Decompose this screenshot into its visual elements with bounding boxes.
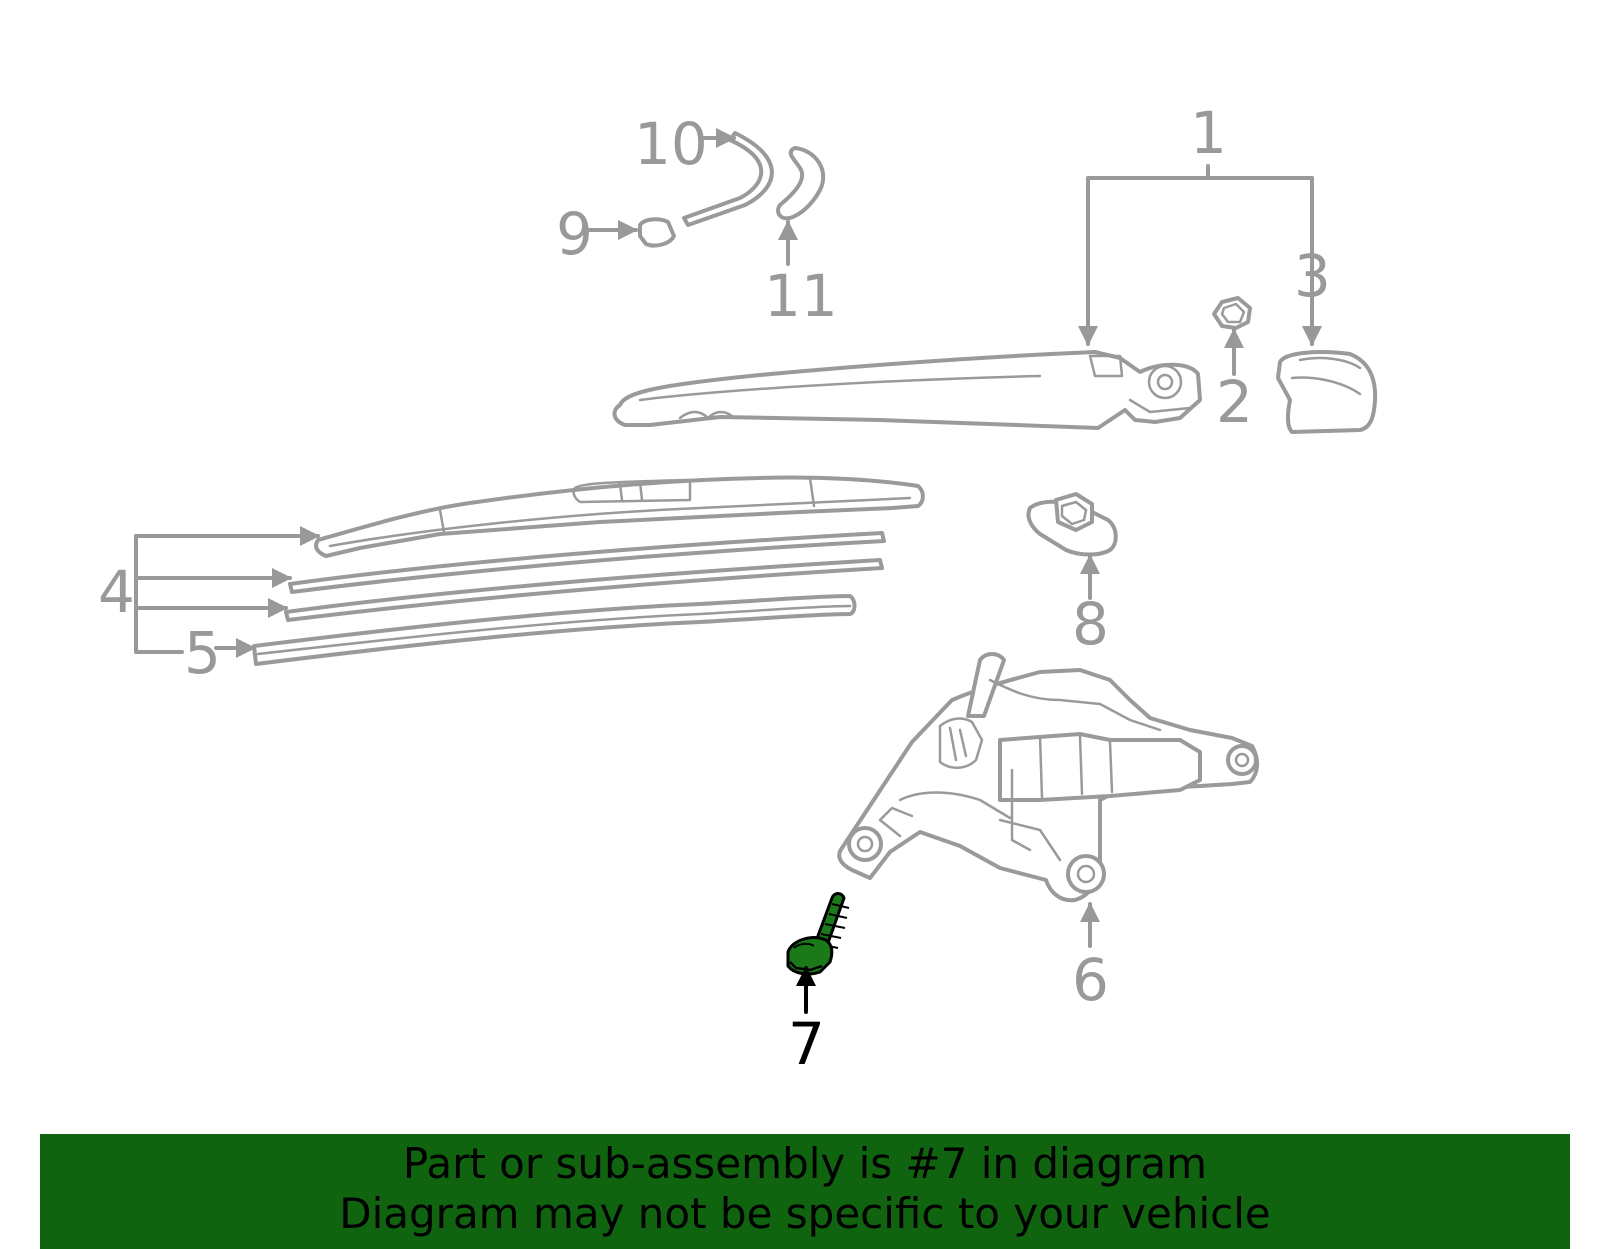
arm-cap-part — [1276, 350, 1378, 434]
callout-1: 1 — [1190, 99, 1227, 167]
callout-10: 10 — [634, 110, 708, 178]
blade-rubber-part — [252, 594, 857, 666]
washer-hose-part — [682, 131, 774, 227]
banner-line-2: Diagram may not be specific to your vehi… — [339, 1189, 1271, 1238]
callout-7: 7 — [788, 1010, 825, 1078]
callout-2: 2 — [1216, 368, 1253, 436]
wiper-arm-part — [612, 350, 1202, 430]
callout-9: 9 — [556, 200, 593, 268]
blade-strip-lower-part — [284, 558, 884, 622]
banner-line-1: Part or sub-assembly is #7 in diagram — [402, 1139, 1208, 1188]
info-banner: Part or sub-assembly is #7 in diagram Di… — [40, 1134, 1570, 1249]
callout-11: 11 — [764, 262, 838, 330]
callout-5: 5 — [184, 619, 221, 687]
wiper-motor-part — [837, 652, 1259, 903]
callout-3: 3 — [1294, 242, 1331, 310]
callouts: 1 2 3 4 5 6 7 8 9 10 11 — [98, 99, 1331, 1078]
callout-4: 4 — [98, 558, 135, 626]
callout-8: 8 — [1072, 590, 1109, 658]
callout-6: 6 — [1072, 946, 1109, 1014]
wiper-blade-part — [314, 475, 925, 558]
pivot-nut-part — [1026, 492, 1118, 557]
hose-elbow-part — [776, 146, 826, 221]
mounting-bolt-part — [786, 892, 850, 976]
blade-strip-upper-part — [288, 531, 886, 594]
arm-nut-part — [1212, 296, 1252, 330]
leader-lines — [134, 128, 1322, 1014]
washer-nozzle-part — [638, 217, 676, 248]
